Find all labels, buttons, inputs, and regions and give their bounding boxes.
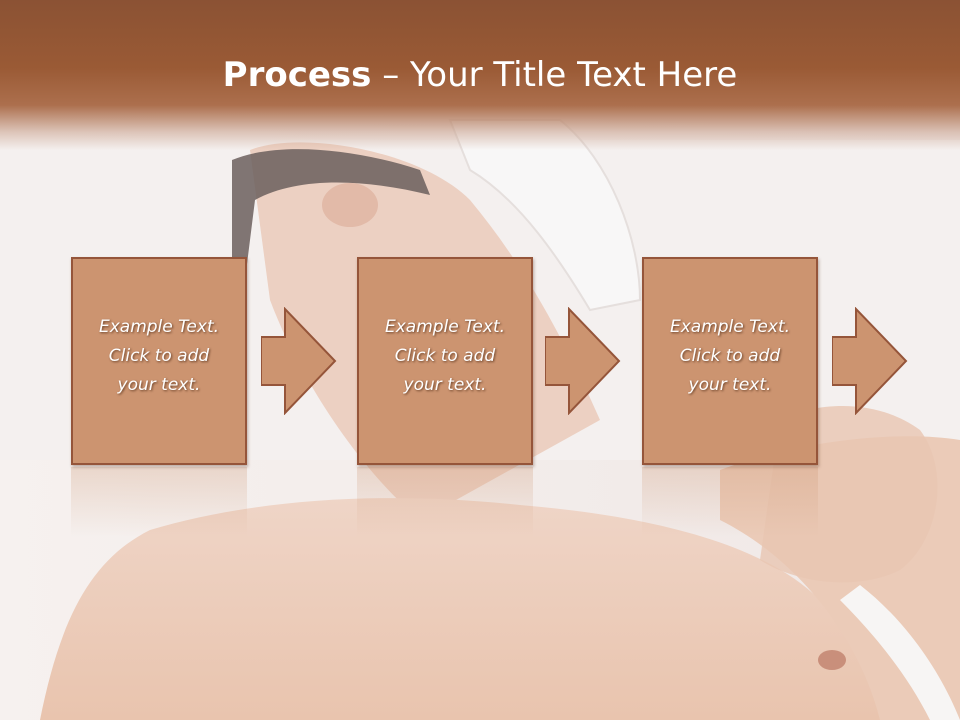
header-band — [0, 0, 960, 150]
slide-title[interactable]: Process – Your Title Text Here — [0, 52, 960, 98]
step-2-arrow-icon — [545, 307, 621, 415]
step-1-text: Example Text. Click to add your text. — [98, 317, 220, 395]
step-1-arrow-icon — [261, 307, 337, 415]
step-2-reflection — [357, 467, 533, 537]
step-1-reflection — [71, 467, 247, 537]
title-separator: – — [371, 55, 411, 95]
step-2-text: Example Text. Click to add your text. — [384, 317, 506, 395]
step-2-box[interactable]: Example Text. Click to add your text. — [357, 257, 533, 465]
step-3-text: Example Text. Click to add your text. — [669, 317, 791, 395]
step-3-box[interactable]: Example Text. Click to add your text. — [642, 257, 818, 465]
title-rest-text: Your Title Text Here — [410, 55, 738, 95]
step-3-arrow-icon — [832, 307, 908, 415]
title-bold-text: Process — [222, 55, 372, 95]
step-1-box[interactable]: Example Text. Click to add your text. — [71, 257, 247, 465]
step-3-reflection — [642, 467, 818, 537]
